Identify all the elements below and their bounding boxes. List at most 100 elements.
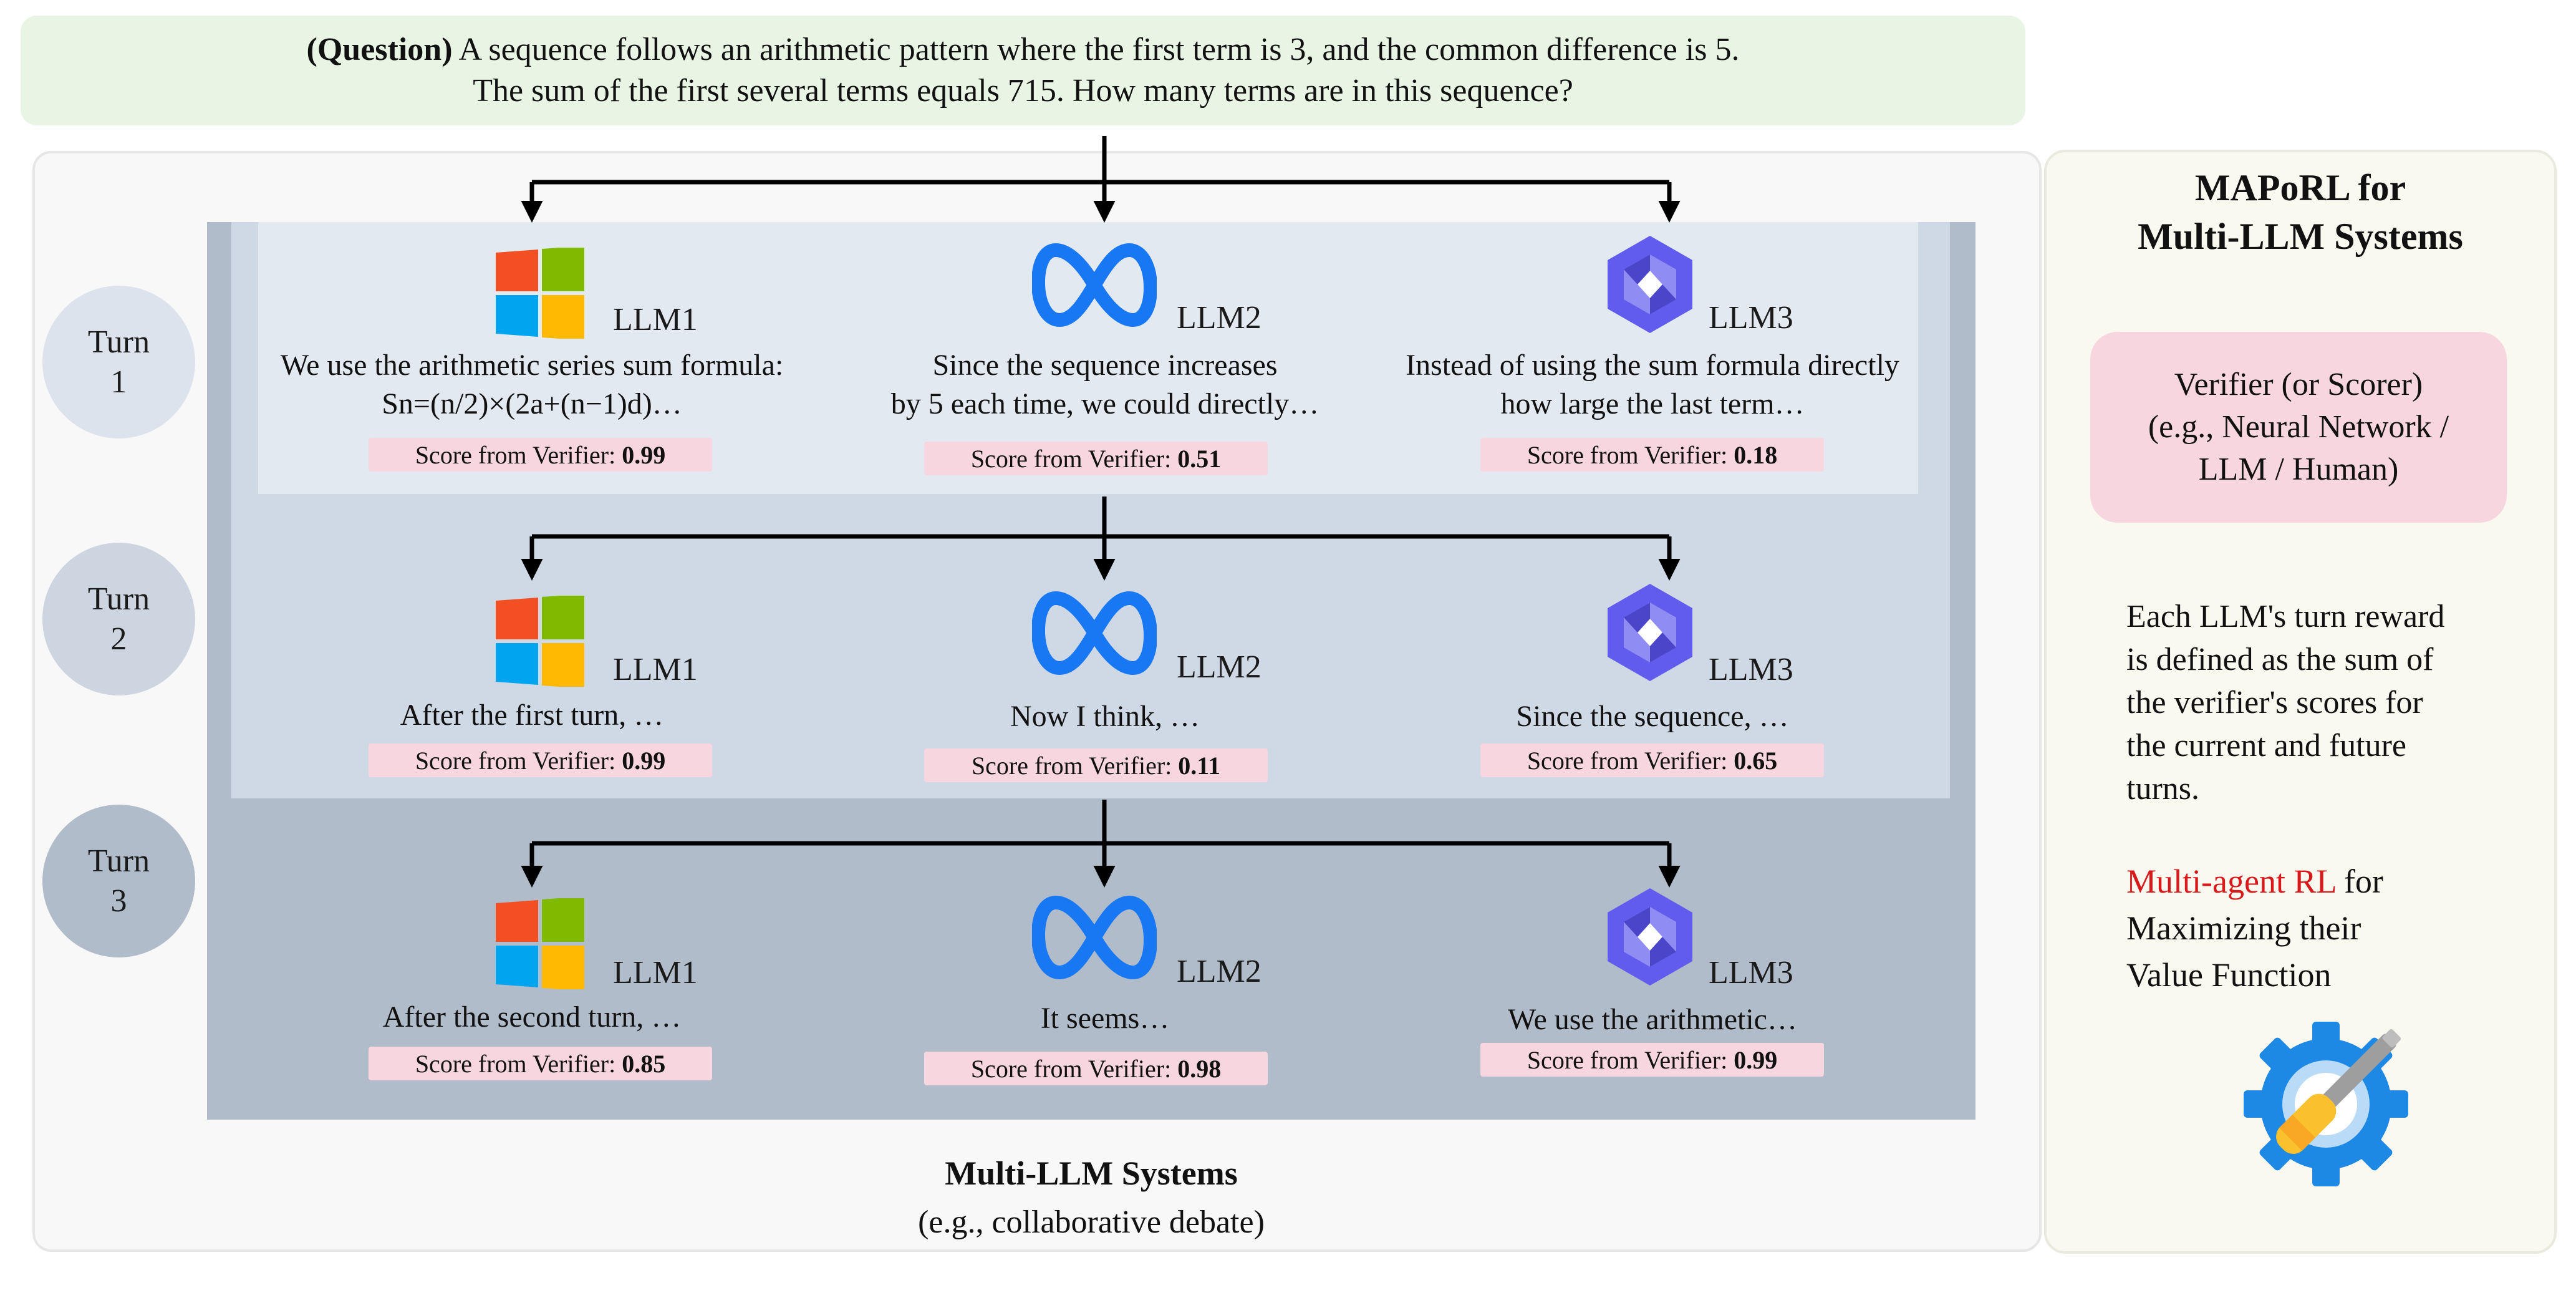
question-line-1: (Question) A sequence follows an arithme… [307, 29, 1740, 70]
meta-logo-icon [1032, 243, 1157, 327]
qwen-logo-icon [1608, 888, 1692, 986]
meta-logo-icon [1032, 591, 1157, 675]
response-line: We use the arithmetic series sum formula… [280, 349, 784, 382]
marl-text: for [2335, 863, 2383, 900]
score-value: 0.98 [1177, 1054, 1222, 1083]
verifier-line: LLM / Human) [2198, 452, 2399, 487]
llm1-label: LLM1 [613, 955, 698, 991]
turn-label: Turn [87, 324, 150, 360]
score-label: Score from Verifier: [415, 1049, 616, 1078]
llm2-turn3-response: It seems… [787, 999, 1423, 1038]
llm3-label: LLM3 [1709, 300, 1793, 336]
response-line: After the second turn, … [382, 1000, 682, 1034]
score-value: 0.99 [622, 440, 666, 469]
llm1-turn2-score: Score from Verifier:0.99 [369, 744, 712, 777]
title-line: MAPoRL for [2194, 167, 2406, 208]
score-value: 0.18 [1734, 440, 1778, 469]
meta-logo-icon [1032, 896, 1157, 979]
llm2-label: LLM2 [1177, 649, 1261, 685]
turn-number: 1 [110, 364, 127, 400]
marl-description: Multi-agent RL for Maximizing their Valu… [2126, 858, 2525, 999]
marl-highlight: Multi-agent RL [2126, 863, 2336, 900]
turn-label: Turn [87, 581, 150, 617]
title-line: Multi-LLM Systems [2138, 216, 2463, 257]
question-banner: (Question) A sequence follows an arithme… [21, 16, 2025, 125]
reward-line: the verifier's scores for [2126, 685, 2423, 720]
score-label: Score from Verifier: [1527, 746, 1728, 775]
turn-number: 3 [110, 883, 127, 919]
reward-description: Each LLM's turn reward is defined as the… [2126, 595, 2525, 810]
llm3-turn1-score: Score from Verifier:0.18 [1480, 438, 1824, 472]
llm1-label: LLM1 [613, 652, 698, 687]
turn-label: Turn [87, 843, 150, 879]
score-label: Score from Verifier: [970, 1054, 1172, 1083]
windows-logo-icon [496, 248, 584, 339]
llm3-turn2-score: Score from Verifier:0.65 [1480, 744, 1824, 777]
multi-llm-caption-subtitle: (e.g., collaborative debate) [918, 1204, 1265, 1240]
score-value: 0.51 [1177, 444, 1222, 473]
marl-line-1: Multi-agent RL for [2126, 858, 2525, 905]
qwen-logo-icon [1608, 584, 1692, 681]
marl-line-2: Maximizing their [2126, 909, 2361, 947]
response-line: It seems… [1040, 1002, 1170, 1035]
verifier-box: Verifier (or Scorer) (e.g., Neural Netwo… [2090, 332, 2507, 523]
turn-3-circle: Turn 3 [42, 805, 195, 957]
score-label: Score from Verifier: [415, 440, 616, 469]
turn-1-circle: Turn 1 [42, 286, 195, 438]
llm2-label: LLM2 [1177, 954, 1261, 989]
llm3-turn3-response: We use the arithmetic… [1334, 1000, 1971, 1039]
response-line: We use the arithmetic… [1508, 1003, 1797, 1036]
llm2-turn1-response: Since the sequence increases by 5 each t… [787, 346, 1423, 424]
windows-logo-icon [496, 898, 584, 989]
score-value: 0.11 [1178, 751, 1221, 780]
maporl-title: MAPoRL for Multi-LLM Systems [2044, 163, 2557, 261]
verifier-line: (e.g., Neural Network / [2148, 409, 2449, 445]
llm1-turn2-response: After the first turn, … [220, 696, 844, 735]
reward-line: the current and future [2126, 728, 2407, 763]
score-label: Score from Verifier: [1527, 1045, 1728, 1074]
llm3-turn3-score: Score from Verifier:0.99 [1480, 1043, 1824, 1077]
turn-number: 2 [110, 621, 127, 657]
llm2-turn2-score: Score from Verifier:0.11 [924, 748, 1268, 782]
question-line-2: The sum of the first several terms equal… [473, 73, 1573, 109]
score-label: Score from Verifier: [415, 746, 616, 775]
response-line: Since the sequence, … [1516, 700, 1789, 733]
llm1-turn3-score: Score from Verifier:0.85 [369, 1047, 712, 1080]
turn-2-circle: Turn 2 [42, 543, 195, 695]
score-label: Score from Verifier: [1527, 440, 1728, 469]
llm3-label: LLM3 [1709, 652, 1793, 687]
llm1-turn3-response: After the second turn, … [220, 998, 844, 1037]
llm1-label: LLM1 [613, 302, 698, 337]
verifier-line: Verifier (or Scorer) [2174, 367, 2423, 402]
llm3-turn1-response: Instead of using the sum formula directl… [1334, 346, 1971, 424]
response-line: Since the sequence increases [932, 349, 1278, 382]
llm2-label: LLM2 [1177, 300, 1261, 336]
windows-logo-icon [496, 596, 584, 687]
multi-llm-caption-title: Multi-LLM Systems [945, 1155, 1238, 1192]
score-value: 0.99 [622, 746, 666, 775]
response-line: how large the last term… [1500, 387, 1805, 420]
reward-line: is defined as the sum of [2126, 642, 2434, 677]
llm2-turn3-score: Score from Verifier:0.98 [924, 1052, 1268, 1085]
response-line: Now I think, … [1010, 700, 1200, 733]
score-label: Score from Verifier: [971, 751, 1172, 780]
gear-wrench-icon [2244, 1022, 2408, 1186]
llm3-label: LLM3 [1709, 955, 1793, 991]
reward-line: Each LLM's turn reward [2126, 599, 2445, 634]
qwen-logo-icon [1608, 236, 1692, 333]
llm3-turn2-response: Since the sequence, … [1334, 697, 1971, 736]
response-line: Instead of using the sum formula directl… [1406, 349, 1899, 382]
llm2-turn2-response: Now I think, … [787, 697, 1423, 736]
response-line: Sn=(n/2)×(2a+(n−1)d)… [382, 387, 682, 420]
response-line: After the first turn, … [400, 699, 664, 732]
llm2-turn1-score: Score from Verifier:0.51 [924, 442, 1268, 475]
marl-line-3: Value Function [2126, 956, 2332, 994]
score-value: 0.99 [1734, 1045, 1778, 1074]
score-value: 0.85 [622, 1049, 666, 1078]
question-prefix: (Question) [306, 32, 453, 67]
reward-line: turns. [2126, 771, 2199, 807]
score-label: Score from Verifier: [970, 444, 1172, 473]
response-line: by 5 each time, we could directly… [890, 387, 1319, 420]
llm1-turn1-score: Score from Verifier:0.99 [369, 438, 712, 472]
question-text-1: A sequence follows an arithmetic pattern… [452, 32, 1740, 67]
